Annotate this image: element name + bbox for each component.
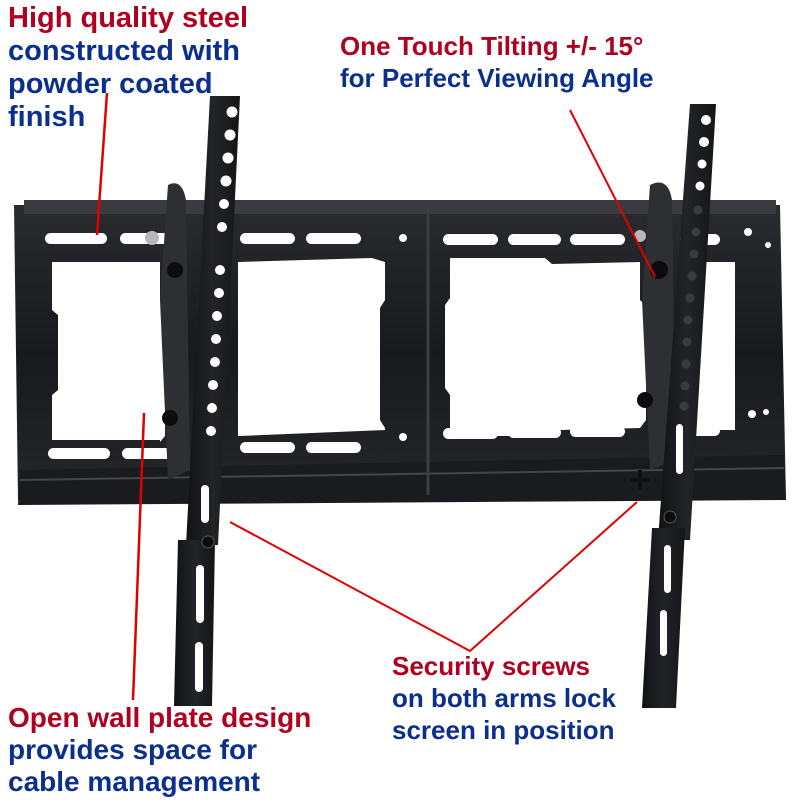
left-arm xyxy=(174,96,240,706)
callout-open-plate-line: cable management xyxy=(8,766,261,797)
callout-steel-line: powder coated xyxy=(8,68,213,100)
callout-steel-line: finish xyxy=(8,101,86,133)
left-hinge-plate xyxy=(160,183,190,480)
callout-security-heading: Security screws xyxy=(392,651,591,681)
callout-open-plate: Open wall plate design provides space fo… xyxy=(8,702,311,798)
callout-tilt: One Touch Tilting +/- 15° for Perfect Vi… xyxy=(340,30,654,94)
callout-security: Security screws on both arms lock screen… xyxy=(392,650,616,746)
callout-steel-heading: High quality steel xyxy=(8,2,249,34)
callout-tilt-line: for Perfect Viewing Angle xyxy=(340,63,654,93)
callout-security-line: on both arms lock xyxy=(392,683,616,713)
callout-open-plate-line: provides space for xyxy=(8,734,257,765)
callout-security-line: screen in position xyxy=(392,715,615,745)
callout-open-plate-heading: Open wall plate design xyxy=(8,702,312,733)
callout-steel-line: constructed with xyxy=(8,35,241,67)
callout-tilt-heading: One Touch Tilting +/- 15° xyxy=(340,31,644,61)
right-arm xyxy=(630,104,716,708)
callout-steel: High quality steel constructed with powd… xyxy=(8,2,248,134)
